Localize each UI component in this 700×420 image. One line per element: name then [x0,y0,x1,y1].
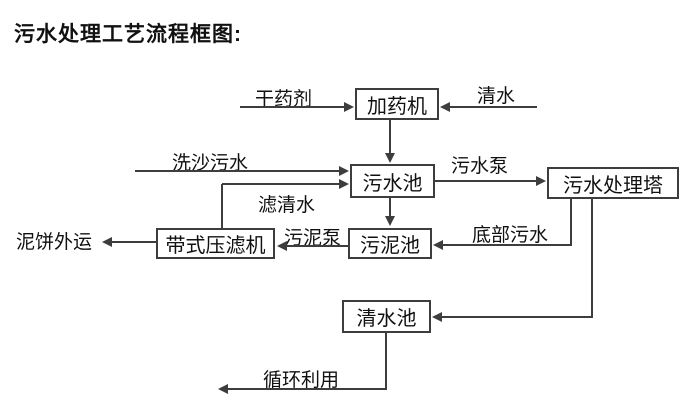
edge-mud-cake-arrowhead-icon [102,237,112,247]
edge-bottom-sewage-vline [570,199,572,246]
node-sludge-pool: 污泥池 [348,228,432,259]
edge-sewage-pump-line [435,180,536,182]
node-belt-filter-press: 带式压滤机 [156,228,275,259]
node-sewage-pool: 污水池 [350,164,435,198]
edge-sewage-to-sludge-arrowhead-icon [385,216,395,226]
edge-sewage-to-sludge-line [389,198,391,217]
edge-tower-to-clean-arrowhead-icon [432,312,442,322]
label-sewage-pump: 污水泵 [451,156,509,177]
edge-filtered-water-vline [221,184,223,228]
label-clean-water: 清水 [477,86,516,107]
edge-filtered-water-hline [222,183,339,185]
node-clean-water-pool: 清水池 [342,300,431,333]
edge-bottom-sewage-hline [443,244,572,246]
edge-mud-cake-line [112,241,156,243]
edge-sludge-pump-line [287,245,348,247]
label-dry-agent: 干药剂 [255,89,313,110]
edge-dry-agent-line [240,106,344,108]
diagram-title: 污水处理工艺流程框图: [14,23,242,46]
edge-dosing-to-sewage-arrowhead-icon [385,153,395,163]
label-sand-washing-sewage: 洗沙污水 [172,153,249,174]
edge-filtered-water-arrowhead-icon [339,179,349,189]
edge-sewage-pump-arrowhead-icon [536,176,546,186]
edge-recycle-vline [385,333,387,389]
edge-recycle-arrowhead-icon [218,384,228,394]
edge-clean-water-line [450,106,537,108]
label-recycle: 循环利用 [263,370,340,391]
node-dosing-machine: 加药机 [355,88,439,120]
edge-bottom-sewage-arrowhead-icon [433,240,443,250]
label-sludge-pump: 污泥泵 [284,228,342,249]
edge-sand-washing-arrowhead-icon [339,166,349,176]
label-bottom-sewage: 底部污水 [472,225,549,246]
edge-recycle-hline [228,388,387,390]
edge-sludge-pump-arrowhead-icon [277,241,287,251]
edge-dosing-to-sewage-line [389,120,391,153]
edge-tower-to-clean-vline [591,199,593,318]
edge-tower-to-clean-hline [442,316,593,318]
edge-clean-water-arrowhead-icon [440,102,450,112]
node-treatment-tower: 污水处理塔 [547,167,679,199]
edge-dry-agent-arrowhead-icon [344,102,354,112]
label-mud-cake-out: 泥饼外运 [16,232,93,253]
label-filtered-water: 滤清水 [258,195,316,216]
edge-sand-washing-line [135,170,339,172]
